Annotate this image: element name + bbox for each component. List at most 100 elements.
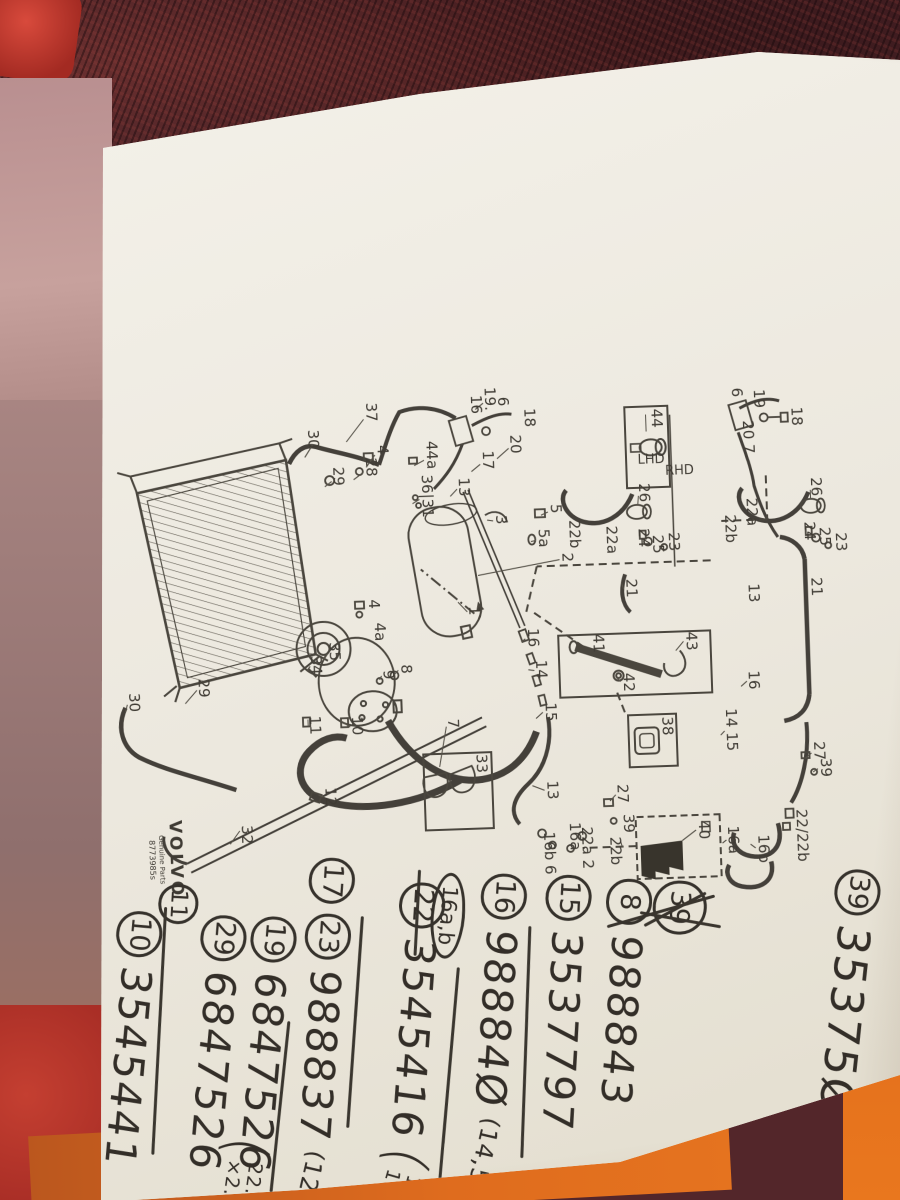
diagram-label: 5a bbox=[534, 528, 553, 547]
diagram-label: 25 bbox=[816, 526, 835, 546]
diagram-label: 8 bbox=[397, 664, 415, 674]
part-ref-badge: 16 bbox=[479, 872, 529, 922]
diagram-label: 13 bbox=[543, 780, 562, 800]
part-ref: 16 bbox=[487, 878, 522, 915]
diagram-label: 16a bbox=[724, 825, 743, 854]
diagram-label: 22b bbox=[606, 836, 625, 865]
lhd-rhd-divider bbox=[668, 414, 676, 567]
diagram-label: 43 bbox=[682, 631, 701, 651]
rhd-label: RHD bbox=[665, 463, 694, 479]
diagram-label: 18 bbox=[520, 408, 539, 428]
part-ref-badge: 8 bbox=[605, 877, 655, 927]
diagram-label: 37 bbox=[362, 402, 381, 422]
diagram-label: 34 bbox=[307, 655, 326, 675]
diagram-label: 3 bbox=[492, 515, 510, 525]
condenser-illustration bbox=[116, 437, 329, 703]
diagram-label: 1 bbox=[465, 606, 483, 616]
diagram-label: 7 bbox=[444, 718, 462, 728]
part-ref: 11 bbox=[164, 888, 193, 920]
diagram-label: 28 bbox=[362, 457, 381, 477]
part-number: 3537797 bbox=[532, 927, 592, 1135]
diagram-label: 23 bbox=[665, 532, 684, 552]
diagram-label: 22a 2 bbox=[578, 826, 597, 869]
diagram-label: 35 bbox=[325, 642, 344, 662]
diagram-label: 30 bbox=[125, 693, 144, 713]
diagram-label: 19 bbox=[750, 389, 769, 409]
part-entry-8: 8 988843 bbox=[590, 877, 656, 1111]
diagram-label: 6 bbox=[728, 387, 746, 397]
part-ref: 23 bbox=[311, 918, 346, 955]
part-ref-badge: 17 bbox=[307, 856, 357, 906]
part-number: 988837 bbox=[289, 966, 351, 1145]
part-ref: 39 bbox=[840, 873, 876, 912]
diagram-label: 26 bbox=[807, 477, 826, 497]
diagram-label: 6 bbox=[494, 396, 512, 406]
diagram-label: 22b bbox=[565, 519, 584, 548]
diagram-label: 22b bbox=[721, 514, 740, 543]
part-ref: 29 bbox=[206, 919, 241, 957]
diagram-label: 9 bbox=[379, 670, 397, 680]
diagram-label: 44a bbox=[422, 441, 441, 470]
mauve-floor-edge bbox=[0, 400, 110, 1040]
diagram-label: 4 bbox=[373, 445, 391, 455]
sheet-content: 18 26 23 25 24 22a 22b 21 13 19 6 20 7 4… bbox=[101, 52, 895, 1200]
diagram-label: 32 bbox=[238, 825, 257, 845]
part-ref-badge: 10 bbox=[114, 909, 165, 960]
diagram-label: 10 bbox=[348, 716, 367, 736]
diagram-callout-labels: 18 26 23 25 24 22a 22b 21 13 19 6 20 7 4… bbox=[125, 387, 850, 875]
diagram-label: 21 bbox=[807, 577, 826, 597]
diagram-label: 42 bbox=[620, 672, 639, 692]
part-ref-badge: 23 bbox=[303, 912, 353, 962]
diagram-label: 16 bbox=[467, 395, 486, 415]
callout-box-33 bbox=[422, 751, 495, 832]
diagram-label: 41 bbox=[589, 633, 608, 653]
part-number: 3545416 bbox=[381, 935, 445, 1143]
diagram-label: 16 bbox=[745, 670, 764, 690]
diagram-label: 19. bbox=[480, 387, 499, 411]
diagram-label: 17 bbox=[479, 450, 498, 470]
part-number: 988843 bbox=[590, 931, 652, 1111]
callout-box-40 bbox=[634, 813, 723, 881]
diagram-label: 40 bbox=[695, 820, 714, 840]
hose-illustrations bbox=[119, 397, 812, 890]
diagram-label: 4 bbox=[365, 599, 383, 609]
orientation-labels: RHD LHD bbox=[637, 452, 694, 479]
diagram-label: 26 bbox=[635, 483, 654, 503]
diagram-label: 18 bbox=[787, 406, 806, 426]
part-ref-badge: 29 bbox=[198, 913, 249, 964]
part-ref: 8 bbox=[613, 892, 646, 912]
diagram-label: 38 bbox=[658, 716, 677, 736]
part-ref: 19 bbox=[257, 921, 291, 959]
diagram-label: 16b 6 bbox=[540, 831, 559, 875]
lhd-label: LHD bbox=[637, 452, 665, 468]
label-leader-lines bbox=[125, 402, 819, 849]
handwritten-parts-list: 39 35375Ø1 39 8 988843 15 3537797 bbox=[101, 52, 895, 1200]
compressor-illustration bbox=[295, 620, 403, 733]
part-ref-badge: 15 bbox=[544, 873, 594, 923]
diagram-label: 29 bbox=[329, 466, 348, 486]
shared-size-note-19-29: ( 22.5 ×2.5 ) bbox=[211, 1132, 281, 1200]
diagram-label: 22/22b bbox=[792, 809, 812, 862]
diagram-label: 13 bbox=[744, 583, 763, 603]
genuine-parts-text: Genuine Parts bbox=[157, 835, 167, 885]
diagram-label: 15 bbox=[542, 702, 561, 722]
part-ref: 17 bbox=[315, 862, 349, 900]
diagram-label: 5 bbox=[547, 504, 565, 514]
volvo-logo-text: VOLVO bbox=[164, 820, 187, 899]
diagram-label: 27 bbox=[810, 741, 829, 761]
diagram-label: 25 bbox=[649, 534, 668, 554]
dashed-routing-lines bbox=[420, 475, 769, 849]
diagram-label: 30 bbox=[304, 429, 323, 449]
part-entry-22: 22 3545416 ( 17.5× 1.75mm ) bbox=[359, 881, 449, 1200]
diagram-label: 22a bbox=[742, 497, 761, 526]
diagram-label: 22a bbox=[602, 525, 621, 554]
part-ref-badge: 19 bbox=[249, 914, 299, 965]
diagram-label: 20 7 bbox=[739, 420, 758, 454]
part-ref: 22 bbox=[405, 887, 440, 924]
diagram-label: 20 bbox=[506, 434, 525, 454]
diagram-label: 44 bbox=[647, 408, 666, 428]
parts-diagram: 18 26 23 25 24 22a 22b 21 13 19 6 20 7 4… bbox=[116, 387, 850, 899]
part-entry-15: 15 3537797 bbox=[532, 873, 594, 1135]
